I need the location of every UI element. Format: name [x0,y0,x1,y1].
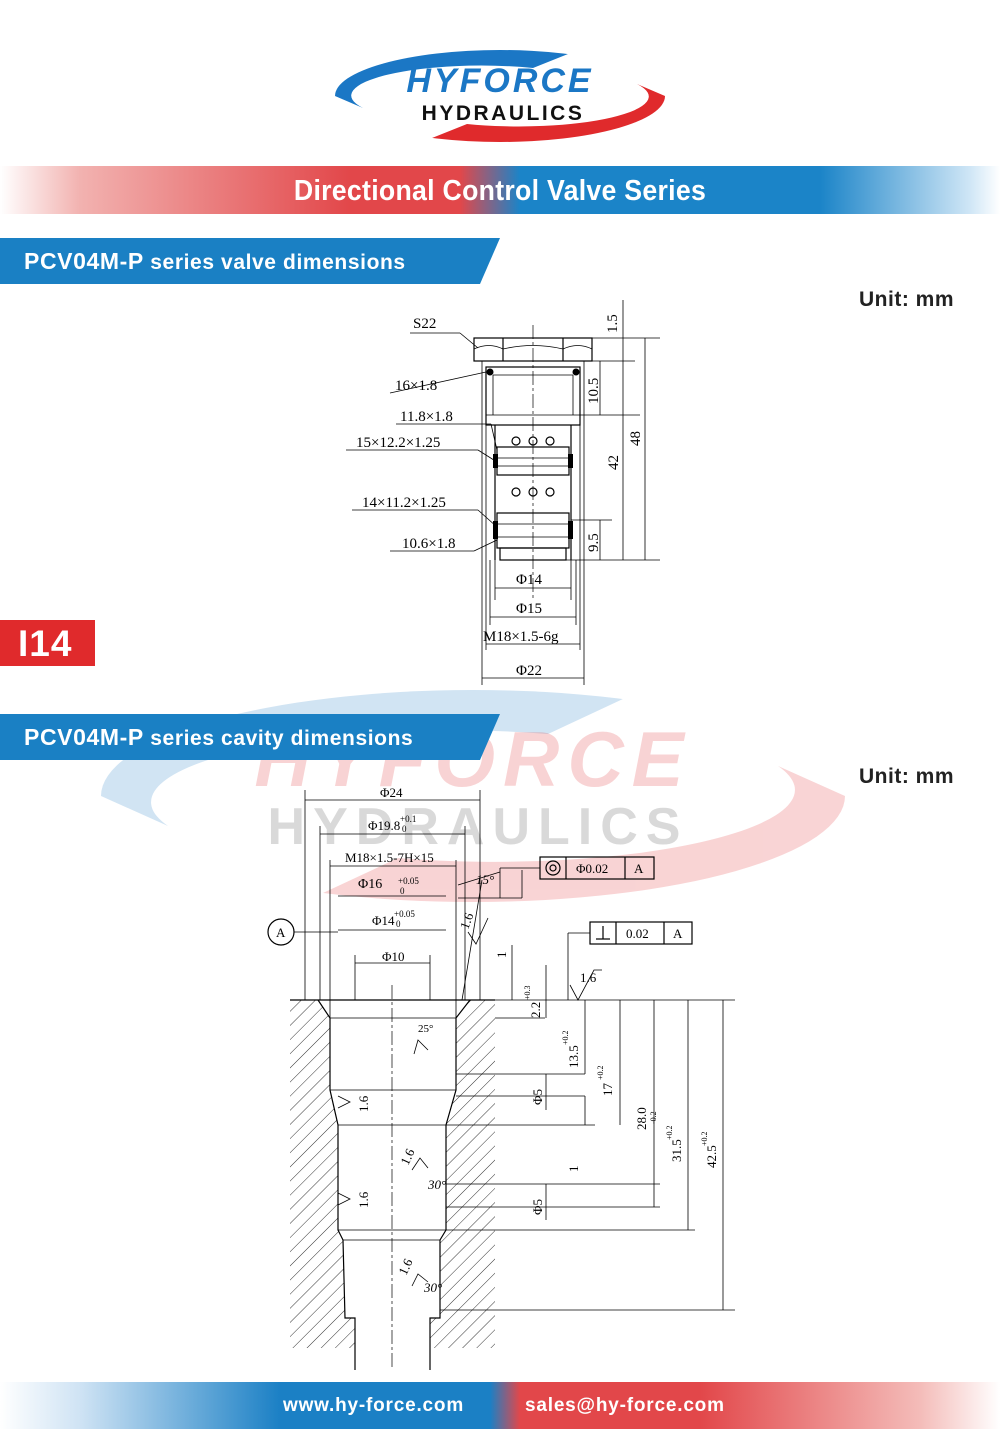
dim-1: 1 [494,952,509,959]
oring-label-1: 16×1.8 [395,378,437,394]
cavity-diameter-16: Φ16 [358,877,382,892]
roughness-step-1: 1.6 [397,1146,418,1168]
roughness-top: 1.6 [580,970,597,985]
page-code-badge: I14 [0,620,95,666]
section-title-text: series cavity dimensions [143,727,414,750]
hex-size-label: S22 [413,316,436,332]
unit-label: Unit: mm [859,765,954,788]
angle-15: 15° [476,872,494,887]
concentricity-datum: A [634,861,644,876]
section-title-cavity: PCV04M-P series cavity dimensions [24,714,494,760]
website-link[interactable]: www.hy-force.com [283,1395,465,1416]
tol-up: +0.05 [398,876,419,886]
dim-28: 28.0 [634,1107,649,1130]
title-band [0,166,1000,214]
cavity-thread-label: M18×1.5-7H×15 [345,850,434,865]
dim-1-lower: 1 [566,1166,581,1173]
dim-31-5: 31.5 [669,1139,684,1162]
dim-17: 17 [600,1083,615,1097]
page-title: Directional Control Valve Series [293,175,707,207]
cavity-diameter-10: Φ10 [382,949,405,964]
angle-30-upper: 30° [427,1177,446,1192]
tol-lo: 0 [400,886,405,896]
angle-30-lower: 30° [423,1280,442,1295]
roughness-chamfer: 1.6 [457,910,477,931]
email-link[interactable]: sales@hy-force.com [525,1395,725,1416]
dim-42-5: 42.5 [704,1145,719,1168]
thread-label: M18×1.5-6g [483,629,559,645]
perpendicularity-datum: A [673,926,683,941]
section-header-valve [0,238,500,284]
tol: +0.2 [700,1131,709,1146]
tol-up: +0.1 [400,814,416,824]
perpendicularity-value: 0.02 [626,926,649,941]
tol: +0.3 [523,985,532,1000]
dim-9-5: 9.5 [586,533,602,552]
svg-text:HYDRAULICS: HYDRAULICS [268,798,689,856]
tol: +0.2 [665,1125,674,1140]
datum-a: A [276,925,286,940]
roughness-bore-2: 1.6 [356,1191,371,1208]
dim-2-2: 2.2 [528,1002,543,1018]
backup-ring-label-2: 14×11.2×1.25 [362,495,446,511]
backup-ring-label-1: 15×12.2×1.25 [356,435,440,451]
roughness-bore-1: 1.6 [356,1095,371,1112]
logo-line2: HYDRAULICS [422,102,585,125]
tol: -0.2 [649,1111,658,1124]
dim-42: 42 [606,455,622,470]
tol-lo: 0 [402,824,407,834]
section-header-cavity [0,714,500,760]
dim-10-5: 10.5 [586,378,602,404]
logo-line1: HYFORCE [406,62,593,100]
angle-25: 25° [418,1023,433,1035]
valve-dimension-drawing: S22 16×1.8 11.8×1.8 15×12.2×1.25 14×11.2… [346,300,660,685]
tol-lo: 0 [396,919,401,929]
diameter-15-label: Φ15 [516,601,542,617]
cavity-diameter-24: Φ24 [380,785,403,800]
oring-label-3: 10.6×1.8 [402,536,455,552]
tol: +0.2 [596,1065,605,1080]
dim-48: 48 [628,431,644,446]
roughness-step-2: 1.6 [395,1256,416,1278]
cavity-dimension-drawing: Φ24 Φ19.8 +0.1 0 M18×1.5-7H×15 Φ16 +0.05… [267,785,735,1370]
section-title-text: series valve dimensions [143,251,406,274]
model-name: PCV04M-P [24,248,144,274]
cavity-diameter-14: Φ14 [372,913,395,928]
oring-label-2: 11.8×1.8 [400,409,453,425]
section-title-valve: PCV04M-P series valve dimensions [24,238,494,284]
tol: +0.2 [561,1030,570,1045]
diameter-14-label: Φ14 [516,572,542,588]
port-diameter-5-lower: Φ5 [530,1199,545,1215]
cavity-diameter-19-8: Φ19.8 [368,818,400,833]
diameter-22-label: Φ22 [516,663,542,679]
port-diameter-5-upper: Φ5 [530,1089,545,1105]
footer-band [0,1382,1000,1429]
tol-up: +0.05 [394,909,415,919]
dim-1-5: 1.5 [605,314,621,333]
dim-13-5: 13.5 [566,1045,581,1068]
hyforce-logo: HYFORCE HYDRAULICS [335,50,665,142]
model-name: PCV04M-P [24,724,144,750]
unit-label: Unit: mm [859,288,954,311]
concentricity-value: Φ0.02 [576,861,608,876]
